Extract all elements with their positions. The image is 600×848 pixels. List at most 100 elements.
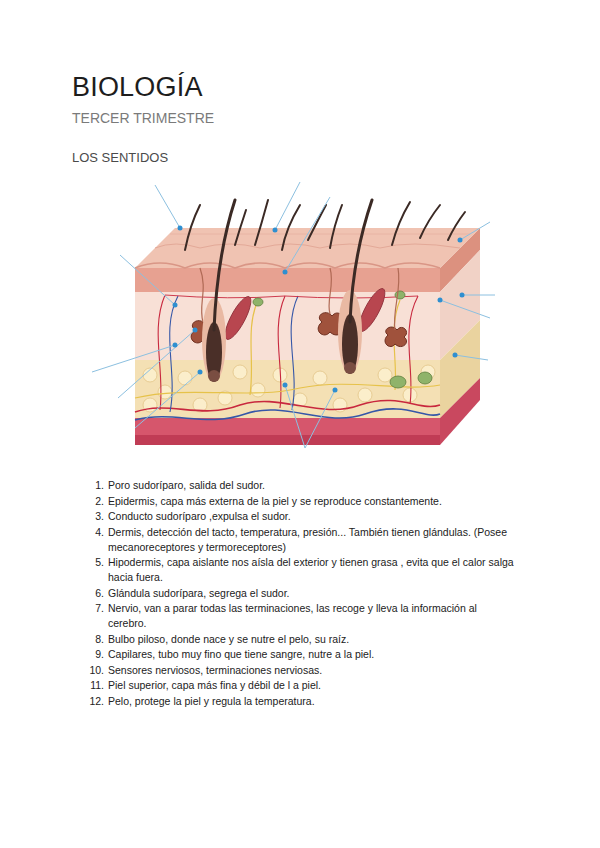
hairs-part <box>420 205 440 238</box>
list-item: Hipodermis, capa aislante nos aísla del … <box>108 555 518 585</box>
list-number: 1. <box>88 478 104 493</box>
leader-lines-part <box>275 182 300 230</box>
skin-block <box>135 228 480 445</box>
list-item: Glándula sudorípara, segrega el sudor. <box>108 586 518 601</box>
sweat-glands-part <box>385 327 407 347</box>
list-item: Pelo, protege la piel y regula la temper… <box>108 694 518 709</box>
fat-cells-part <box>313 371 327 385</box>
leader-dots-part <box>173 303 178 308</box>
leader-lines-part <box>155 185 180 228</box>
sweat-ducts-part <box>329 268 332 314</box>
hairs-part <box>448 212 465 240</box>
subtitle: TERCER TRIMESTRE <box>72 110 214 126</box>
blood-vessels-part <box>135 400 440 412</box>
leader-lines-part <box>460 222 490 240</box>
leader-dots-part <box>453 353 458 358</box>
list-number: 8. <box>88 632 104 647</box>
leader-dots-part <box>438 298 443 303</box>
skin-block-part <box>135 435 440 445</box>
list-item: Piel superior, capa más fina y débil de … <box>108 678 518 693</box>
hairs-part <box>330 205 342 248</box>
list-number: 5. <box>88 555 104 570</box>
list-number: 11. <box>88 678 104 693</box>
skin-block-part <box>440 378 480 445</box>
blood-vessels-part <box>291 296 298 410</box>
leader-dots-part <box>198 370 203 375</box>
blood-vessels-part <box>409 296 418 404</box>
leader-dots-part <box>283 270 288 275</box>
hairs-part <box>308 205 326 240</box>
hairs-part <box>235 210 246 245</box>
page-title: BIOLOGÍA <box>72 72 203 103</box>
nerves <box>135 300 440 398</box>
hair-follicles-part <box>344 362 356 374</box>
sensory-receptors-part <box>395 291 405 299</box>
leader-lines-part <box>135 372 200 428</box>
list-number: 4. <box>88 525 104 540</box>
hairs-part <box>185 205 200 250</box>
leader-dots-part <box>178 226 183 231</box>
blood-vessels <box>135 295 440 420</box>
fat-cells-part <box>178 371 192 385</box>
leader-dots <box>173 226 465 393</box>
fat-cells-part <box>378 368 392 382</box>
hair-muscles <box>221 286 390 343</box>
leader-lines-part <box>285 197 330 272</box>
skin-block-part <box>135 268 440 292</box>
leader-dots-part <box>193 328 198 333</box>
fat-cells-part <box>358 388 372 402</box>
sweat-ducts-part <box>200 268 203 322</box>
leader-lines <box>92 182 495 448</box>
list-number: 2. <box>88 494 104 509</box>
list-item: Epidermis, capa más externa de la piel y… <box>108 494 518 509</box>
hairs <box>185 200 465 330</box>
list-number: 3. <box>88 509 104 524</box>
skin-block-part <box>155 244 460 248</box>
fat-cells <box>143 365 435 412</box>
blood-vessels-part <box>135 409 440 420</box>
sensory-receptors <box>253 291 432 388</box>
hair-follicles-part <box>208 370 220 382</box>
fat-cells-part <box>251 383 265 397</box>
skin-block-part <box>135 418 440 445</box>
sweat-ducts-part <box>394 268 399 330</box>
leader-lines-part <box>440 300 490 318</box>
leader-dots-part <box>333 388 338 393</box>
leader-dots-part <box>458 238 463 243</box>
leader-lines-part <box>120 255 175 305</box>
list-item: Sensores nerviosos, terminaciones nervio… <box>108 663 518 678</box>
leader-dots-part <box>460 293 465 298</box>
leader-lines-part <box>305 390 335 448</box>
sensory-receptors-part <box>418 372 432 384</box>
leader-lines-part <box>455 355 488 360</box>
blood-vessels-part <box>158 295 165 410</box>
sensory-receptors-part <box>390 376 406 388</box>
hair-follicles <box>202 290 362 382</box>
leader-lines-part <box>118 330 195 398</box>
list-item: Poro sudoríparo, salida del sudor. <box>108 478 518 493</box>
list-number: 9. <box>88 647 104 662</box>
section-heading: LOS SENTIDOS <box>72 150 168 165</box>
list-item: Dermis, detección del tacto, temperatura… <box>108 525 518 555</box>
hairs-part <box>214 200 235 330</box>
list-number: 10. <box>88 663 104 678</box>
list-item: Nervio, van a parar todas las terminacio… <box>108 601 518 631</box>
hairs-part <box>350 200 372 322</box>
leader-dots-part <box>273 228 278 233</box>
sensory-receptors-part <box>253 298 263 306</box>
list-item: Bulbo piloso, donde nace y se nutre el p… <box>108 632 518 647</box>
nerves-part <box>250 300 258 395</box>
hairs-part <box>255 200 268 245</box>
skin-block-part <box>170 234 470 235</box>
hairs-part <box>392 202 410 245</box>
list-item: Conducto sudoríparo ,expulsa el sudor. <box>108 509 518 524</box>
list-item: Capilares, tubo muy fino que tiene sangr… <box>108 647 518 662</box>
list-number: 7. <box>88 601 104 616</box>
fat-cells-part <box>158 385 172 399</box>
leader-dots-part <box>283 383 288 388</box>
leader-lines-part <box>462 295 495 296</box>
fat-cells-part <box>233 365 247 379</box>
list-number: 6. <box>88 586 104 601</box>
leader-lines-part <box>285 385 305 448</box>
